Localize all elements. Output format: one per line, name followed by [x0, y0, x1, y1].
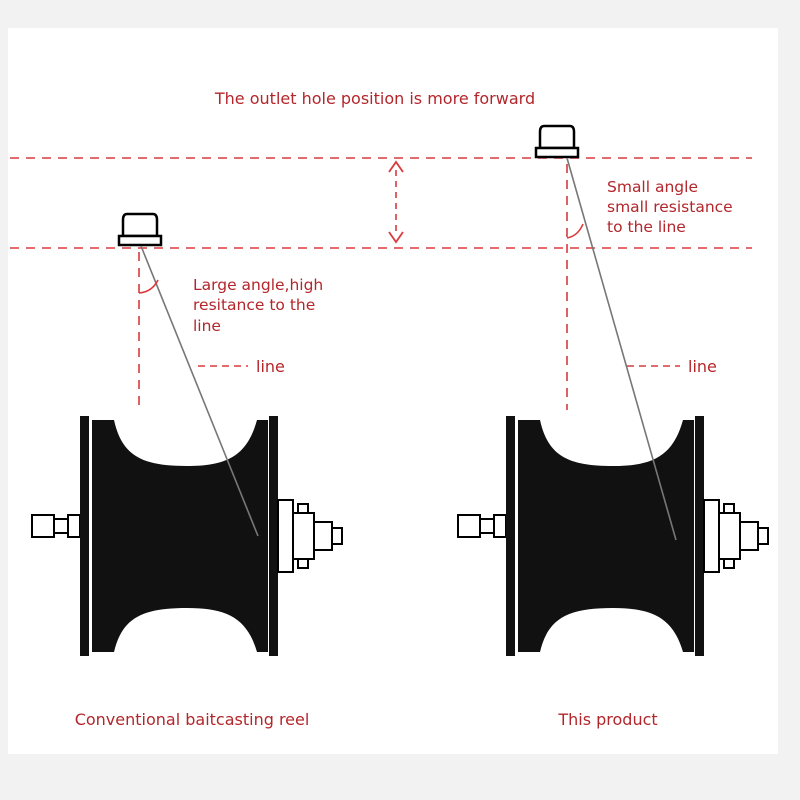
- header-note: The outlet hole position is more forward: [214, 89, 535, 108]
- product-fishing-line: [566, 157, 677, 541]
- conventional-angle-label: Large angle,high resitance to the line: [193, 276, 328, 335]
- product-angle-label: Small angle small resistance to the line: [607, 178, 738, 236]
- product-caption: This product: [557, 710, 657, 729]
- product-line-label: line: [688, 357, 717, 376]
- product-line-guide-icon: [534, 124, 580, 159]
- conventional-angle-arc: [138, 279, 159, 294]
- product-angle-arc: [566, 223, 584, 239]
- diagram-panel: [8, 28, 778, 754]
- conventional-fishing-line: [140, 245, 259, 537]
- offset-arrow: [388, 160, 404, 244]
- conventional-line-label: line: [256, 357, 285, 376]
- conventional-reel-group: Large angle,high resitance to the line l…: [31, 212, 343, 729]
- conventional-caption: Conventional baitcasting reel: [75, 710, 310, 729]
- this-product-group: Small angle small resistance to the line…: [457, 124, 769, 729]
- conventional-line-guide-icon: [117, 212, 163, 247]
